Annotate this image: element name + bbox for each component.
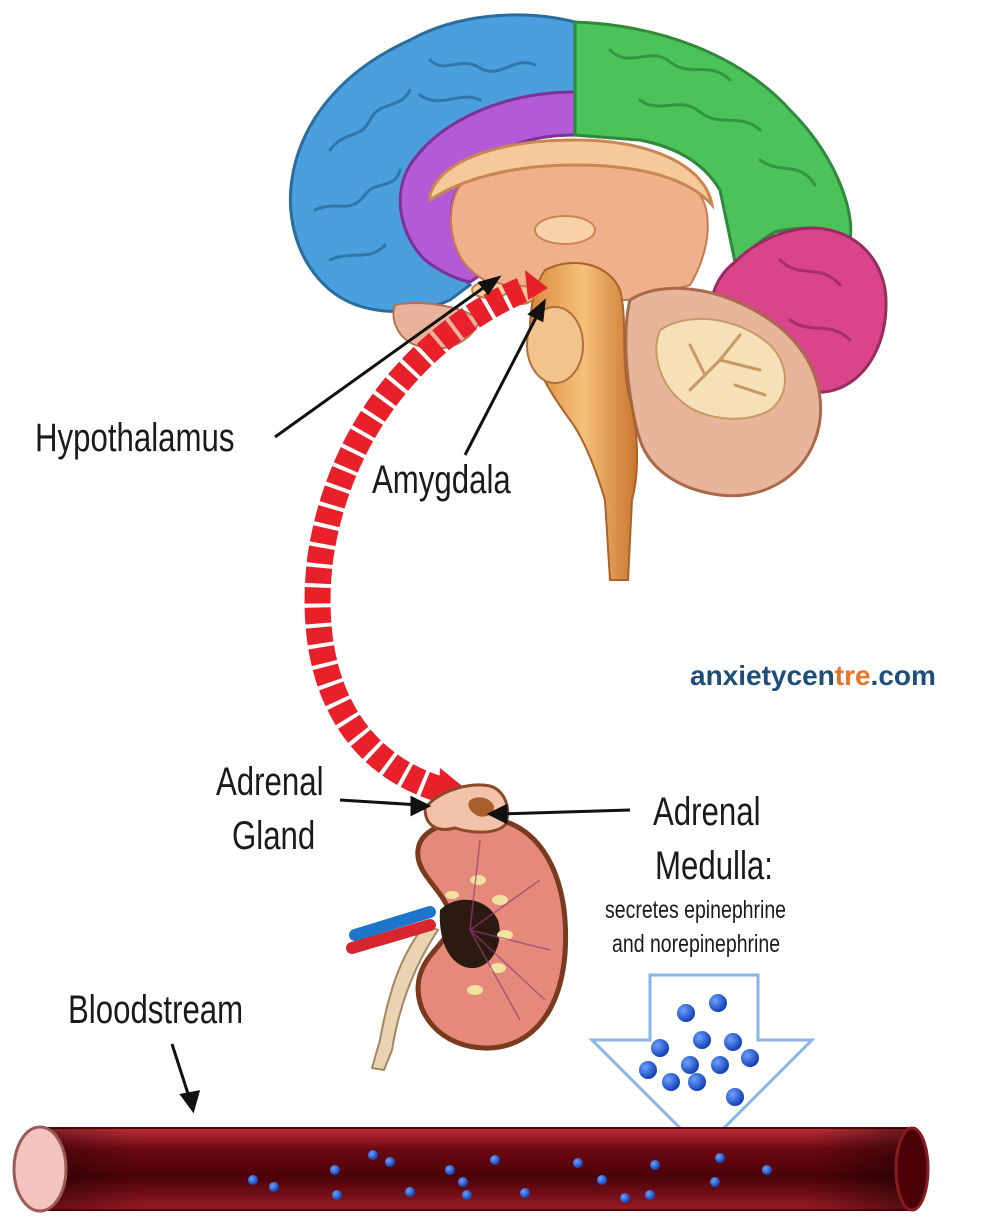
logo-part-3: .com — [871, 660, 936, 691]
label-hypothalamus: Hypothalamus — [35, 418, 234, 458]
molecule-dot — [645, 1190, 655, 1200]
molecule-dot — [458, 1177, 468, 1187]
molecule-dot — [688, 1073, 706, 1091]
molecule-dot — [693, 1031, 711, 1049]
molecule-dot — [711, 1056, 729, 1074]
molecule-dot — [677, 1004, 695, 1022]
molecule-dot — [709, 994, 727, 1012]
label-bloodstream: Bloodstream — [68, 990, 243, 1030]
label-adrenal-medulla-1: Adrenal — [653, 792, 761, 832]
signal-arrow — [318, 270, 548, 812]
kidney — [352, 785, 566, 1070]
molecule-dot — [726, 1088, 744, 1106]
molecule-dot — [445, 1165, 455, 1175]
molecule-dot — [269, 1182, 279, 1192]
site-logo: anxietycentre.com — [690, 660, 936, 692]
label-medulla-desc-1: secretes epinephrine — [605, 898, 786, 923]
blood-vessel — [14, 1127, 928, 1211]
label-adrenal-medulla-2: Medulla: — [655, 846, 773, 886]
molecule-dot — [490, 1155, 500, 1165]
molecule-dot — [597, 1175, 607, 1185]
molecule-dot — [681, 1056, 699, 1074]
molecule-dot — [462, 1190, 472, 1200]
label-adrenal-gland-1: Adrenal — [216, 762, 324, 802]
molecule-dot — [662, 1073, 680, 1091]
molecule-dot — [639, 1061, 657, 1079]
molecule-dot — [368, 1150, 378, 1160]
molecule-dot — [573, 1158, 583, 1168]
secretion-arrow — [592, 975, 812, 1150]
molecule-dot — [405, 1187, 415, 1197]
label-amygdala: Amygdala — [372, 460, 511, 500]
molecule-dot — [332, 1190, 342, 1200]
thalamus — [535, 216, 595, 244]
label-medulla-desc-2: and norepinephrine — [612, 932, 780, 957]
molecule-dot — [520, 1188, 530, 1198]
molecule-dot — [620, 1193, 630, 1203]
molecule-dot — [330, 1165, 340, 1175]
logo-part-2: tre — [835, 660, 871, 691]
molecule-dot — [710, 1177, 720, 1187]
molecule-dot — [248, 1175, 258, 1185]
molecule-dot — [762, 1165, 772, 1175]
molecule-dot — [385, 1157, 395, 1167]
logo-part-1: anxietycen — [690, 660, 835, 691]
molecule-dot — [724, 1033, 742, 1051]
molecule-dot — [715, 1153, 725, 1163]
label-adrenal-gland-2: Gland — [232, 816, 315, 856]
molecule-dot — [741, 1049, 759, 1067]
molecule-dot — [650, 1160, 660, 1170]
molecule-dot — [651, 1039, 669, 1057]
